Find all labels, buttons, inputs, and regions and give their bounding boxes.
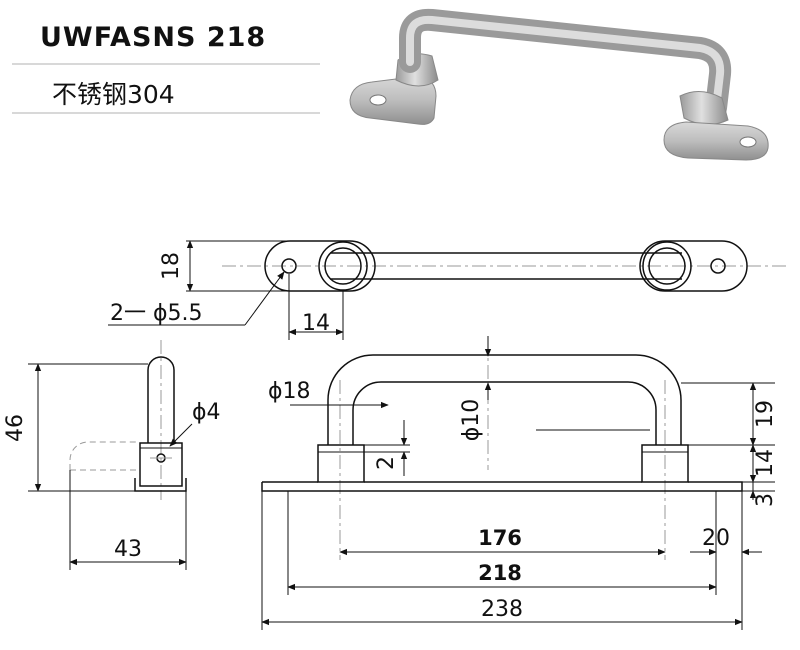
- dim-span-218: 218: [478, 561, 522, 585]
- dim-width-18: 18: [159, 252, 184, 280]
- dim-base-43: 43: [114, 537, 142, 562]
- dim-offset-14: 14: [302, 311, 330, 336]
- dim-end-20: 20: [702, 526, 730, 551]
- side-view: [28, 340, 193, 570]
- dim-span-176: 176: [478, 526, 522, 550]
- dim-span-238: 238: [481, 597, 523, 622]
- dim-height-46: 46: [3, 414, 28, 442]
- material-label: 不锈钢304: [52, 80, 175, 109]
- dim-h-19: 19: [753, 400, 778, 428]
- header-divider-bottom: [12, 112, 320, 114]
- front-view: [261, 336, 775, 630]
- dim-gap-2: 2: [374, 456, 399, 470]
- product-photo: [349, 8, 769, 161]
- dim-h-14: 14: [753, 449, 778, 477]
- dim-hole-diameter: 2一 ϕ5.5: [110, 301, 203, 326]
- top-view: [108, 240, 790, 340]
- model-number: UWFASNS 218: [40, 22, 267, 53]
- dim-pin-4: ϕ4: [192, 400, 221, 425]
- dim-bar-18: ϕ18: [268, 379, 311, 404]
- dim-bar-10: ϕ10: [459, 399, 484, 442]
- header-divider: [12, 63, 320, 65]
- dim-h-3: 3: [753, 493, 778, 507]
